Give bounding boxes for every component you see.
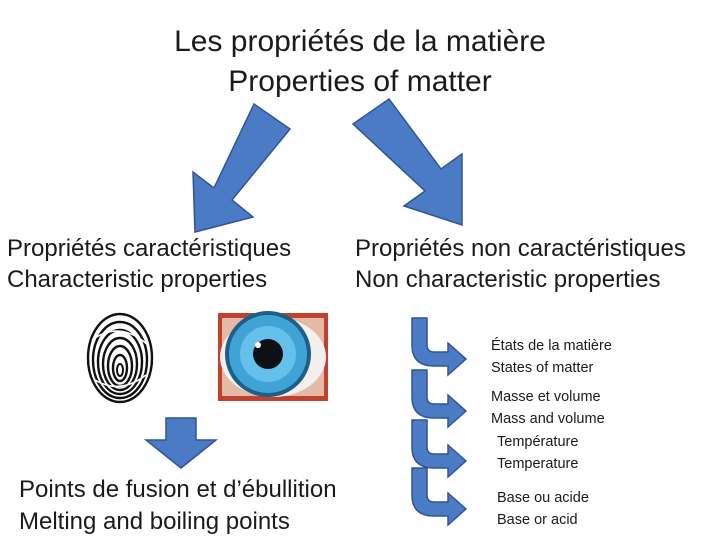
list-item-fr: États de la matière xyxy=(491,338,612,354)
characteristic-heading-fr: Propriétés caractéristiques xyxy=(7,235,292,262)
list-item-fr: Base ou acide xyxy=(497,490,589,506)
arrow-to-non-characteristic-icon xyxy=(351,97,463,227)
melting-boiling-fr: Points de fusion et d’ébullition xyxy=(19,476,337,503)
title-french: Les propriétés de la matière xyxy=(174,25,546,58)
melting-boiling-points-text: Points de fusion et d’ébullition Melting… xyxy=(19,474,337,538)
arrow-to-characteristic-icon xyxy=(192,102,292,233)
list-item: Température Temperature xyxy=(497,431,578,475)
curved-arrow-icon-3 xyxy=(411,419,468,479)
title-english: Properties of matter xyxy=(228,65,492,98)
list-item: Base ou acide Base or acid xyxy=(497,487,589,531)
curved-arrow-icon-4 xyxy=(411,467,468,527)
list-item: États de la matière States of matter xyxy=(491,335,612,379)
melting-boiling-en: Melting and boiling points xyxy=(19,508,290,535)
diagram-title: Les propriétés de la matière Properties … xyxy=(0,22,720,102)
characteristic-heading-en: Characteristic properties xyxy=(7,266,268,293)
non-characteristic-heading-en: Non characteristic properties xyxy=(355,266,661,293)
list-item-fr: Température xyxy=(497,434,579,450)
characteristic-heading: Propriétés caractéristiques Characterist… xyxy=(7,233,291,295)
fingerprint-image xyxy=(86,312,154,404)
list-item-en: Mass and volume xyxy=(491,411,605,427)
curved-arrow-icon-2 xyxy=(411,369,468,429)
list-item-en: Temperature xyxy=(497,456,579,472)
list-item: Masse et volume Mass and volume xyxy=(491,386,605,430)
down-arrow-icon xyxy=(143,417,219,469)
curved-arrow-icon-1 xyxy=(411,317,468,377)
non-characteristic-heading: Propriétés non caractéristiques Non char… xyxy=(355,233,686,295)
list-item-en: States of matter xyxy=(491,360,594,376)
eye-image xyxy=(218,311,328,401)
non-characteristic-heading-fr: Propriétés non caractéristiques xyxy=(355,235,686,262)
list-item-fr: Masse et volume xyxy=(491,389,601,405)
list-item-en: Base or acid xyxy=(497,512,578,528)
